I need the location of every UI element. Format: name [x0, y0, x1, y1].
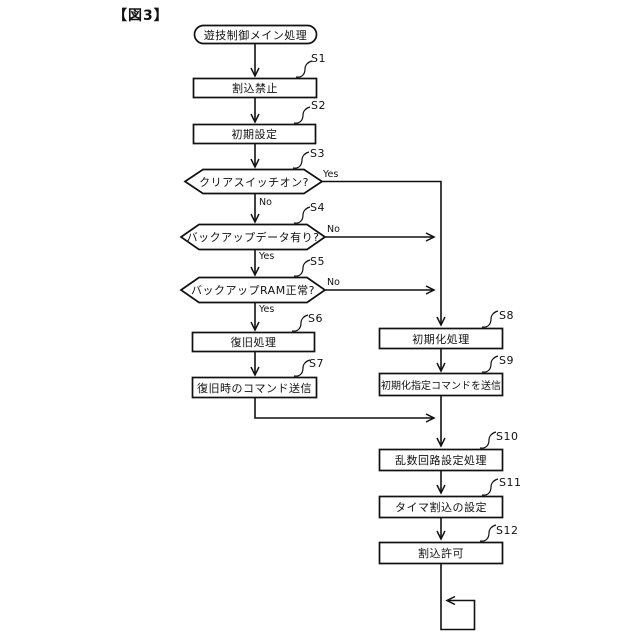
step-ref-s10: S10 [496, 430, 519, 443]
step-ref-s7: S7 [309, 357, 324, 370]
shape-s12 [378, 541, 504, 565]
step-ref-s12: S12 [496, 524, 519, 537]
node-s7-recovery-command-send: 復旧時のコマンド送信 [197, 381, 312, 395]
leader-s5 [293, 259, 311, 277]
shape-s7 [191, 376, 318, 399]
shape-s1 [192, 77, 318, 99]
leader-s7 [293, 359, 311, 377]
node-shapes [179, 24, 504, 565]
shape-s9 [378, 372, 504, 397]
step-ref-s9: S9 [499, 354, 514, 367]
leader-s1 [295, 60, 313, 78]
shape-s3-decision [183, 168, 324, 195]
node-s3-clear-switch-decision: クリアスイッチオン? [199, 175, 309, 189]
leader-s8 [481, 310, 499, 328]
connector-lines [254, 44, 476, 631]
shape-s5-decision [179, 276, 327, 304]
node-s4-backup-data-decision: バックアップデータ有り? [186, 231, 320, 244]
node-s12-interrupt-enable: 割込許可 [418, 547, 464, 560]
step-ref-s1: S1 [311, 52, 326, 65]
shape-s6 [191, 331, 316, 353]
leader-s10 [479, 431, 497, 449]
step-ref-s3: S3 [310, 147, 325, 160]
node-s2-initial-setting: 初期設定 [231, 128, 278, 141]
edge-s7-join [254, 397, 434, 419]
shape-s11 [378, 495, 504, 519]
step-ref-s8: S8 [499, 309, 514, 322]
edge-main-loop [440, 563, 476, 631]
branch-label-s3-no: No [259, 197, 272, 208]
leader-s12 [479, 524, 497, 542]
node-s5-backup-ram-decision: バックアップRAM正常? [190, 284, 316, 297]
step-leader-squiggles [291, 60, 499, 542]
node-s9-init-command-send: 初期化指定コマンドを送信 [381, 381, 501, 392]
step-ref-s4: S4 [310, 201, 325, 214]
leader-s2 [293, 106, 311, 124]
branch-label-s5-yes: Yes [259, 304, 275, 315]
figure-label: 【図3】 [113, 8, 169, 24]
step-ref-s2: S2 [311, 99, 326, 112]
shape-s10 [378, 448, 504, 472]
branch-label-s3-yes: Yes [323, 169, 339, 180]
node-s6-recovery-process: 復旧処理 [230, 336, 277, 349]
node-start-terminal: 遊技制御メイン処理 [203, 28, 308, 42]
shape-start-terminal [193, 24, 318, 45]
branch-label-s5-no: No [327, 277, 340, 288]
node-s10-random-circuit-setting: 乱数回路設定処理 [395, 454, 487, 467]
branch-label-s4-yes: Yes [259, 251, 275, 262]
step-ref-s11: S11 [499, 476, 522, 489]
leader-s4 [293, 206, 311, 224]
shape-s4-decision [179, 223, 327, 251]
step-ref-s5: S5 [310, 255, 325, 268]
leader-s9 [481, 355, 499, 373]
branch-label-s4-no: No [327, 224, 340, 235]
shape-s8 [378, 327, 504, 350]
leader-s6 [291, 314, 309, 332]
shape-s2 [192, 123, 317, 145]
node-s1-interrupt-disable: 割込禁止 [232, 82, 278, 95]
leader-s11 [481, 478, 499, 496]
step-ref-s6: S6 [308, 312, 323, 325]
leader-s3 [292, 151, 310, 169]
edge-s3-yes-s8 [322, 180, 441, 326]
node-s11-timer-interrupt-setting: タイマ割込の設定 [395, 501, 487, 514]
node-s8-initialization-process: 初期化処理 [412, 332, 470, 346]
